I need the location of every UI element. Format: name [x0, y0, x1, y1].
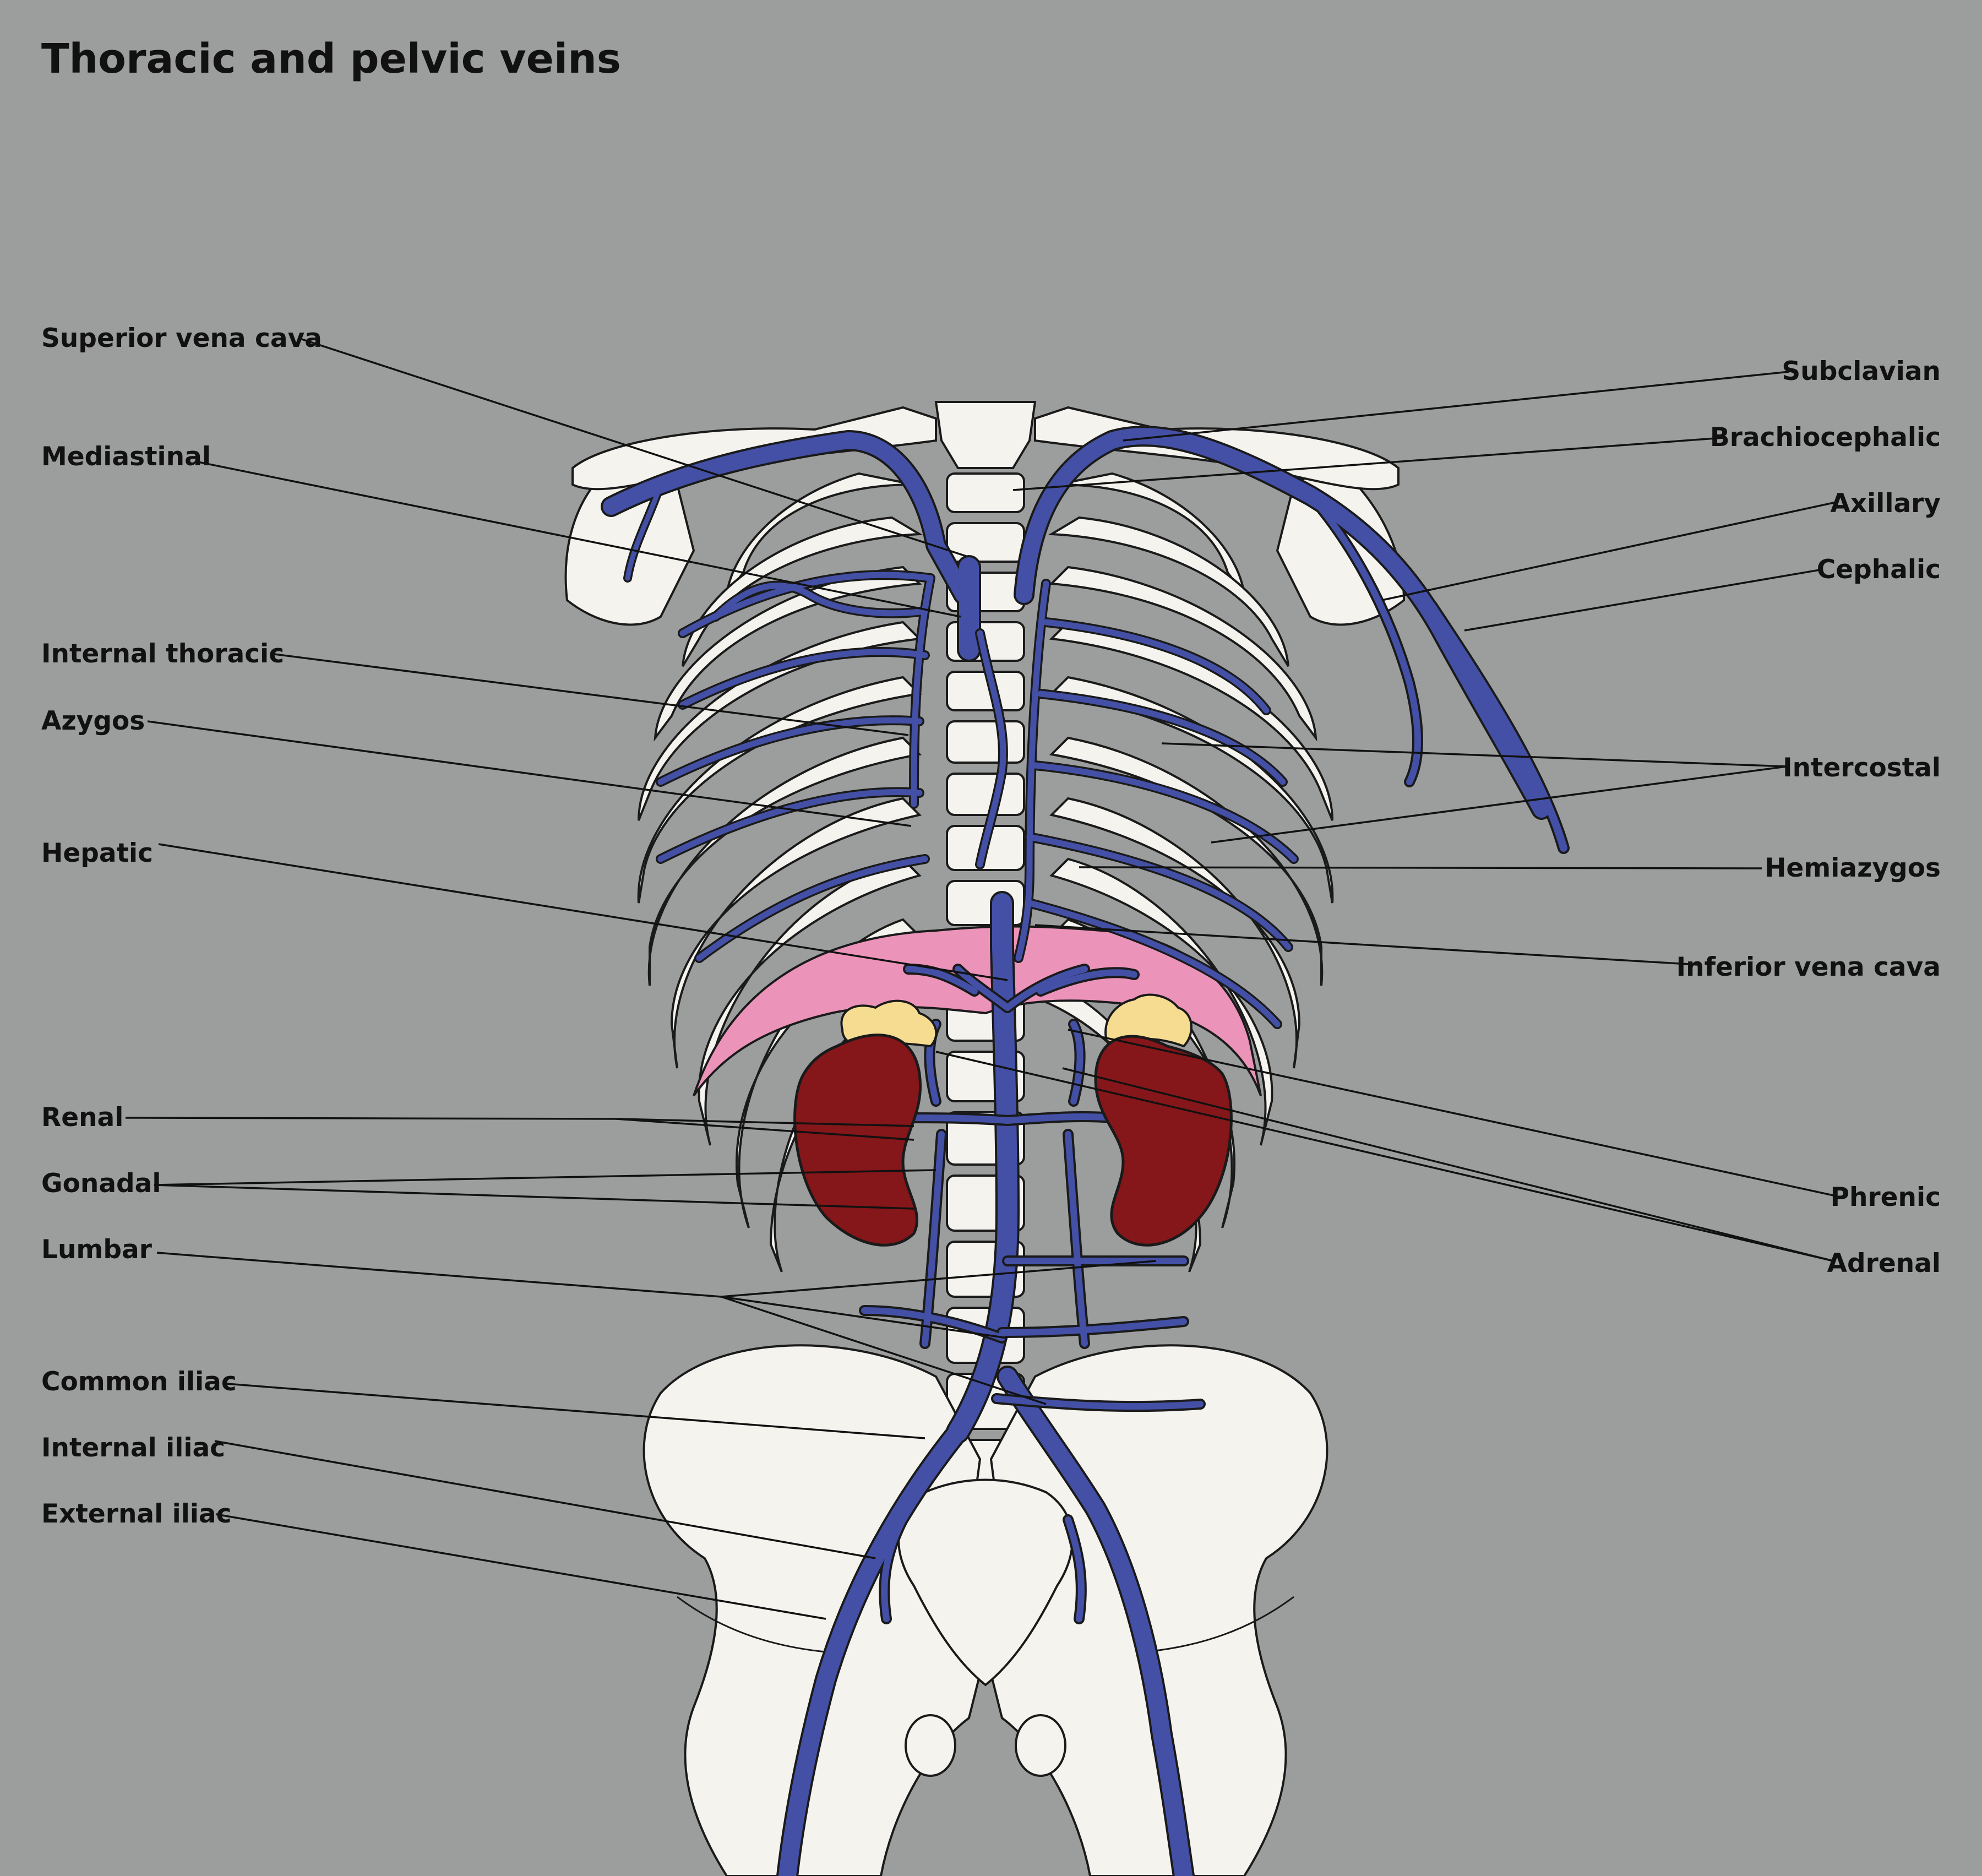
- left-subclavian-vein: [603, 432, 972, 603]
- label-renal: Renal: [41, 1102, 123, 1133]
- intercostal-vein: [657, 789, 923, 862]
- label-lumbar: Lumbar: [41, 1235, 153, 1265]
- left-internal-iliac-vein: [881, 1516, 906, 1622]
- label-adrenal: Adrenal: [1827, 1248, 1941, 1279]
- manubrium: [934, 401, 1037, 469]
- label-subclavian: Subclavian: [1782, 356, 1941, 387]
- left-scapula: [564, 461, 695, 626]
- leader-lines: [125, 338, 1837, 1620]
- label-azygos: Azygos: [41, 706, 145, 736]
- sacrum: [897, 1478, 1074, 1687]
- internal-thoracic-vein: [712, 583, 928, 620]
- intercostal-vein: [1037, 690, 1286, 785]
- cephalic-vein: [1428, 602, 1567, 852]
- intercostal-vein: [657, 717, 923, 785]
- label-axillary: Axillary: [1830, 488, 1941, 519]
- diagram-title: Thoracic and pelvic veins: [41, 35, 621, 83]
- left-labels: Superior vena cava Mediastinal Internal …: [41, 323, 322, 1529]
- label-phrenic: Phrenic: [1831, 1182, 1941, 1212]
- mediastinal-vein: [977, 630, 1006, 868]
- hemiazygos-vein: [1015, 580, 1049, 961]
- intercostal-vein: [1043, 619, 1270, 714]
- lumbar-vein: [861, 1307, 1005, 1341]
- label-superior-vena-cava: Superior vena cava: [41, 323, 322, 354]
- label-brachiocephalic: Brachiocephalic: [1710, 422, 1941, 453]
- left-iliac-vein: [778, 1423, 967, 1876]
- phrenic-vein: [905, 966, 978, 994]
- intercostal-vein: [696, 856, 928, 961]
- intercostal-vein: [1032, 762, 1297, 862]
- renal-vein: [905, 1113, 1115, 1124]
- right-iliac-vein: [999, 1368, 1193, 1876]
- label-cephalic: Cephalic: [1817, 554, 1941, 585]
- label-inferior-vena-cava: Inferior vena cava: [1676, 952, 1941, 982]
- label-mediastinal: Mediastinal: [41, 442, 211, 472]
- left-hip-bone: [642, 1344, 987, 1876]
- gonadal-vein: [1065, 1131, 1088, 1347]
- intercostal-vein: [1026, 834, 1292, 950]
- lumbar-vein: [993, 1395, 1204, 1410]
- label-intercostal: Intercostal: [1783, 753, 1941, 783]
- label-gonadal: Gonadal: [41, 1168, 161, 1199]
- right-obturator: [1015, 1714, 1066, 1777]
- left-kidney: [793, 1034, 922, 1247]
- phrenic-vein: [1037, 969, 1137, 994]
- intercostal-vein: [1026, 900, 1281, 1027]
- label-common-iliac: Common iliac: [41, 1367, 237, 1397]
- right-internal-iliac-vein: [1065, 1516, 1085, 1622]
- inferior-vena-cava: [948, 893, 1017, 1442]
- gonadal-vein: [922, 1131, 945, 1347]
- intercostal-vein: [679, 649, 928, 708]
- label-hemiazygos: Hemiazygos: [1765, 853, 1941, 883]
- hepatic-vein: [1004, 966, 1088, 1011]
- left-obturator: [905, 1714, 956, 1777]
- label-external-iliac: External iliac: [41, 1499, 232, 1529]
- label-hepatic: Hepatic: [41, 838, 153, 868]
- right-kidney: [1094, 1035, 1233, 1247]
- lumbar-vein: [999, 1318, 1187, 1336]
- label-internal-iliac: Internal iliac: [41, 1433, 225, 1463]
- right-labels: Subclavian Brachiocephalic Axillary Ceph…: [1676, 356, 1941, 1279]
- label-internal-thoracic: Internal thoracic: [41, 639, 284, 669]
